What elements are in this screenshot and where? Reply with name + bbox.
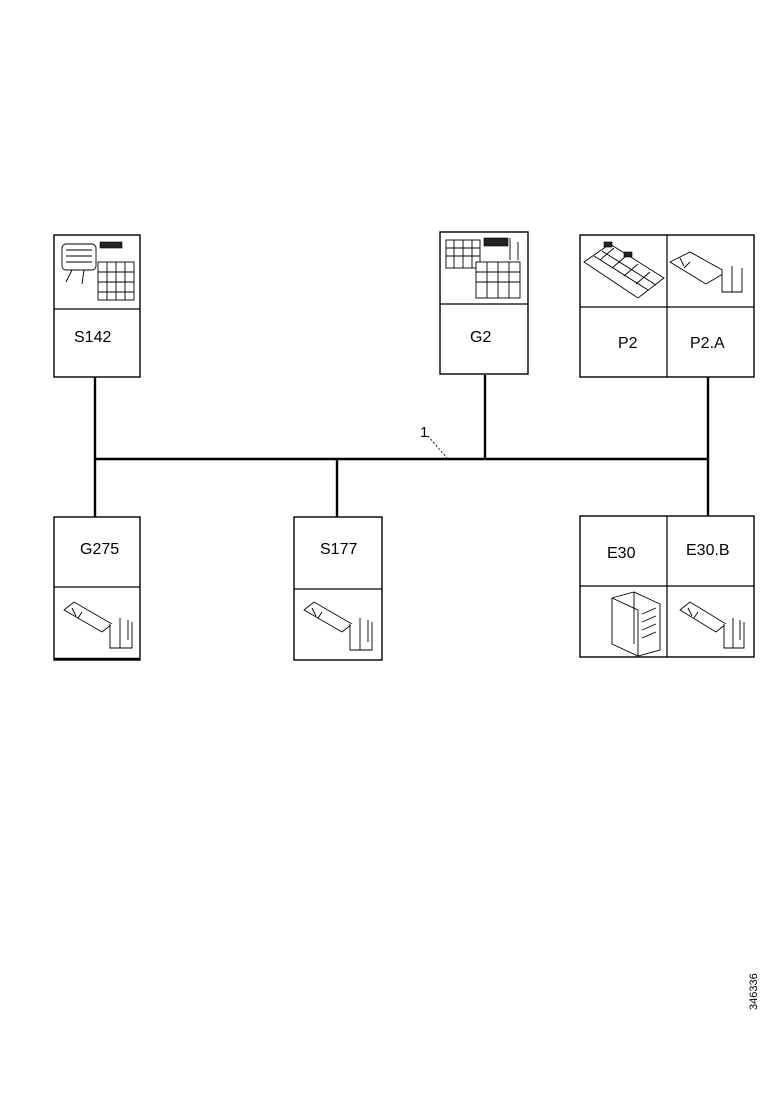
component-p2[interactable]: P2 [579, 234, 755, 378]
component-label-s142: S142 [74, 329, 111, 346]
terminal-pin-icon [303, 601, 373, 651]
multi-pin-connector-icon [445, 237, 521, 299]
component-label-g275: G275 [80, 541, 119, 558]
wire-callout: 1 [420, 424, 448, 459]
wire-callout-leader [427, 435, 448, 459]
document-id: 346336 [748, 973, 760, 1010]
fuse-box-icon [583, 241, 665, 299]
component-label-g2: G2 [470, 329, 491, 346]
terminal-pin-icon [669, 251, 743, 293]
component-label-s177: S177 [320, 541, 357, 558]
component-label-e30: E30 [607, 545, 636, 562]
component-label-p2a: P2.A [690, 335, 725, 352]
terminal-pin-icon [679, 601, 745, 649]
wire-callout-number: 1 [420, 424, 428, 441]
terminal-pin-icon [63, 601, 133, 649]
component-s177[interactable]: S177 [293, 516, 383, 661]
component-label-e30b: E30.B [686, 542, 730, 559]
component-label-p2: P2 [618, 335, 638, 352]
multi-pin-connector-icon [61, 241, 135, 301]
component-g2[interactable]: G2 [439, 231, 529, 375]
component-e30b[interactable]: E30.B [679, 542, 745, 649]
component-g275[interactable]: G275 [53, 516, 141, 661]
component-p2a[interactable]: P2.A [669, 251, 743, 352]
wire-harness [93, 375, 710, 517]
component-s142[interactable]: S142 [53, 234, 141, 378]
control-unit-icon [611, 591, 661, 657]
